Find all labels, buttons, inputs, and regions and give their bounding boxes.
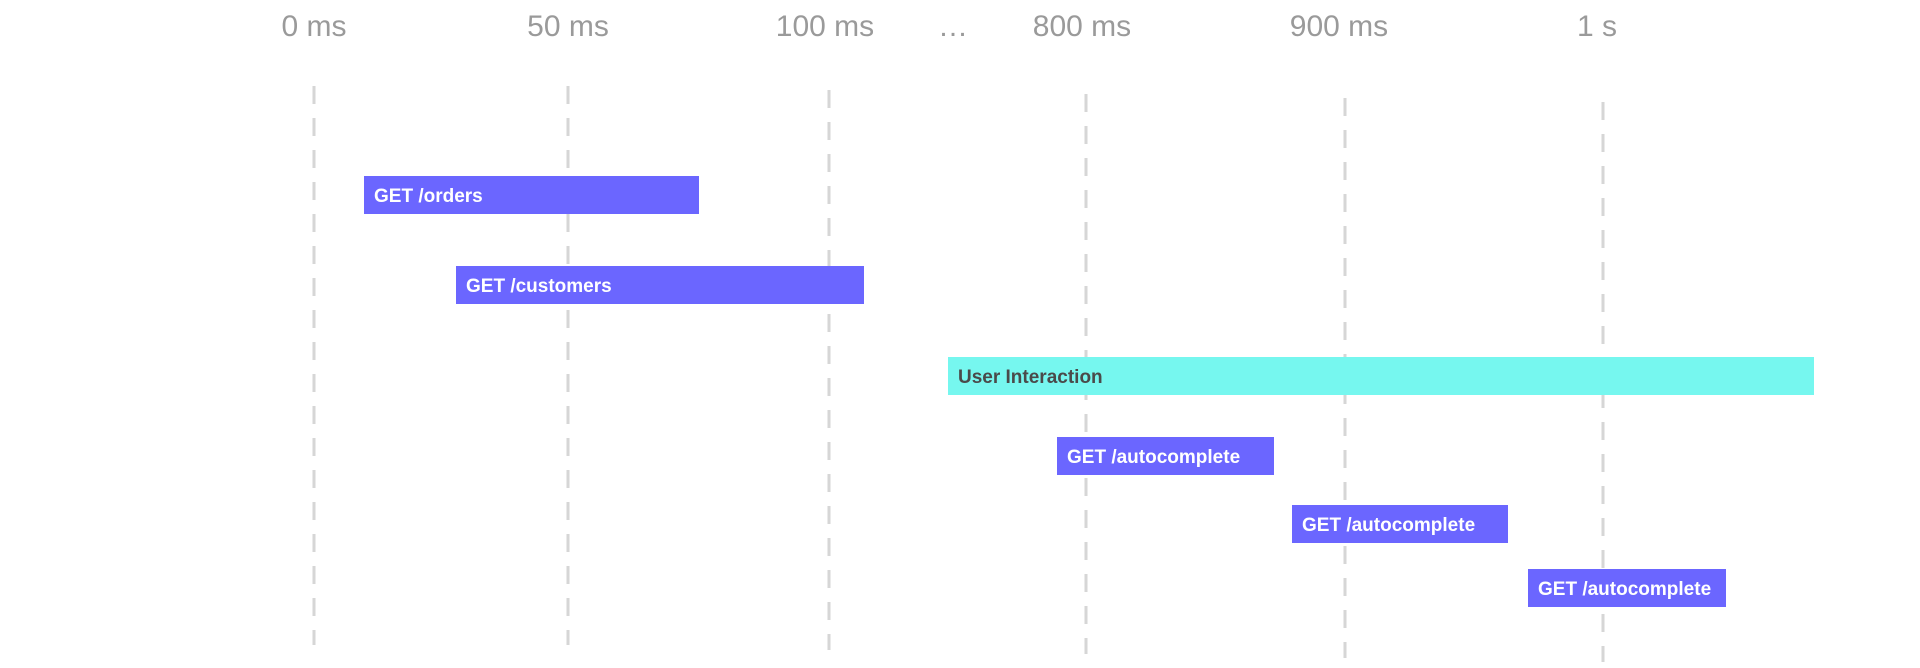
- tick-label-900ms: 900 ms: [1290, 10, 1388, 43]
- tick-label-1s: 1 s: [1577, 10, 1617, 43]
- bar-get-autocomplete-2-label: GET /autocomplete: [1302, 515, 1475, 536]
- bar-get-orders: GET /orders: [364, 176, 699, 214]
- gridlines: [312, 86, 1605, 662]
- timeline-bars: GET /orders GET /customers User Interact…: [364, 176, 1814, 607]
- bar-get-customers-label: GET /customers: [466, 276, 612, 297]
- bar-get-orders-fill: [364, 176, 699, 214]
- tick-label-800ms: 800 ms: [1033, 10, 1131, 43]
- tick-label-100ms: 100 ms: [776, 10, 874, 43]
- bar-get-autocomplete-3: GET /autocomplete: [1528, 569, 1726, 607]
- tick-label-50ms: 50 ms: [527, 10, 609, 43]
- bar-get-autocomplete-2-fill: [1292, 505, 1508, 543]
- bar-get-autocomplete-3-label: GET /autocomplete: [1538, 579, 1711, 600]
- bar-user-interaction: User Interaction: [948, 357, 1814, 395]
- bar-get-autocomplete-2: GET /autocomplete: [1292, 505, 1508, 543]
- axis-tick-labels: 0 ms 50 ms 100 ms … 800 ms 900 ms 1 s: [281, 10, 1617, 43]
- bar-get-customers: GET /customers: [456, 266, 864, 304]
- bar-get-autocomplete-1: GET /autocomplete: [1057, 437, 1274, 475]
- bar-get-autocomplete-3-fill: [1528, 569, 1726, 607]
- bar-user-interaction-label: User Interaction: [958, 367, 1103, 388]
- bar-user-interaction-fill: [948, 357, 1814, 395]
- bar-get-autocomplete-1-fill: [1057, 437, 1274, 475]
- bar-get-autocomplete-1-label: GET /autocomplete: [1067, 447, 1240, 468]
- tick-label-0ms: 0 ms: [281, 10, 346, 43]
- tick-label-ellipsis: …: [938, 10, 968, 43]
- bar-get-orders-label: GET /orders: [374, 186, 483, 207]
- bar-get-customers-fill: [456, 266, 864, 304]
